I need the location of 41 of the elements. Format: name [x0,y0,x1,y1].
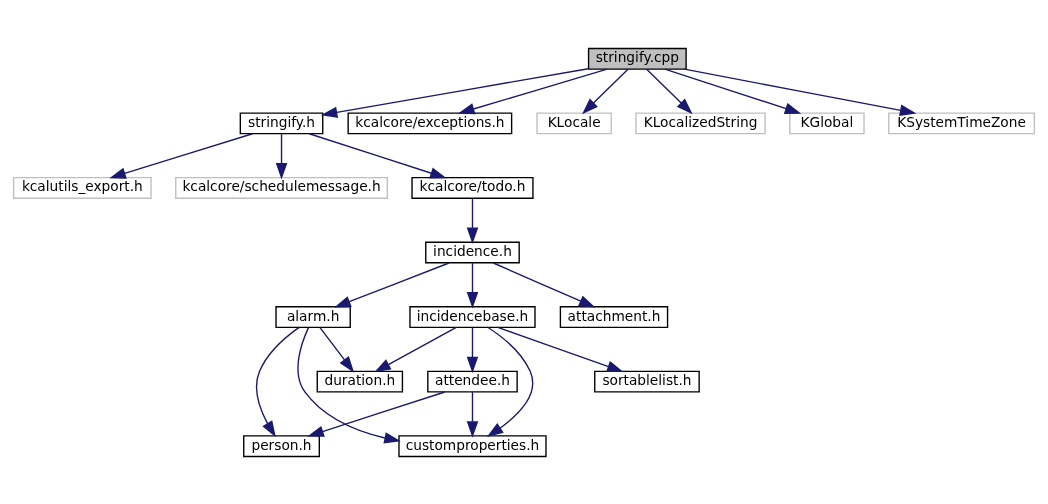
arrow [582,68,629,114]
arrow [466,326,479,373]
node-box: duration.h [316,370,404,393]
arrow [683,67,917,116]
node-box: attendee.h [427,370,518,393]
node-box: stringify.h [239,111,324,134]
node-box: incidence.h [425,241,520,263]
node-box: customproperties.h [398,434,547,457]
node-box: kcalcore/exceptions.h [347,111,513,134]
arrow [486,326,534,437]
node-box: incidencebase.h [409,305,536,328]
arrow [275,132,288,179]
node-box: KLocalizedString [635,111,766,134]
node-box: stringify.cpp [587,47,687,70]
node-box: person.h [243,434,320,457]
arrow [109,132,254,179]
node-box: sortablelist.h [594,370,700,393]
arrow [492,261,596,308]
node-box: kcalcore/todo.h [411,176,534,199]
node-box: KLocale [536,111,612,134]
node-box: attachment.h [559,305,669,328]
node-box: KGlobal [789,111,865,134]
arrow [497,326,624,372]
node-box: KSystemTimeZone [888,111,1036,134]
arrow [308,132,447,179]
arrow [458,67,608,114]
arrow [664,67,802,114]
arrow [466,390,479,438]
node-box: kcalcore/schedulemessage.h [175,176,388,199]
node-box: alarm.h [275,305,351,328]
arrow [255,326,300,437]
arrow [320,67,589,118]
arrow [645,68,693,114]
arrow [334,261,450,307]
node-box: kcalutils_export.h [12,176,152,199]
arrow [374,326,457,372]
arrow [297,326,401,444]
arrow [466,261,479,309]
arrow [466,197,479,244]
arrow [307,390,446,437]
arrow [319,326,355,373]
